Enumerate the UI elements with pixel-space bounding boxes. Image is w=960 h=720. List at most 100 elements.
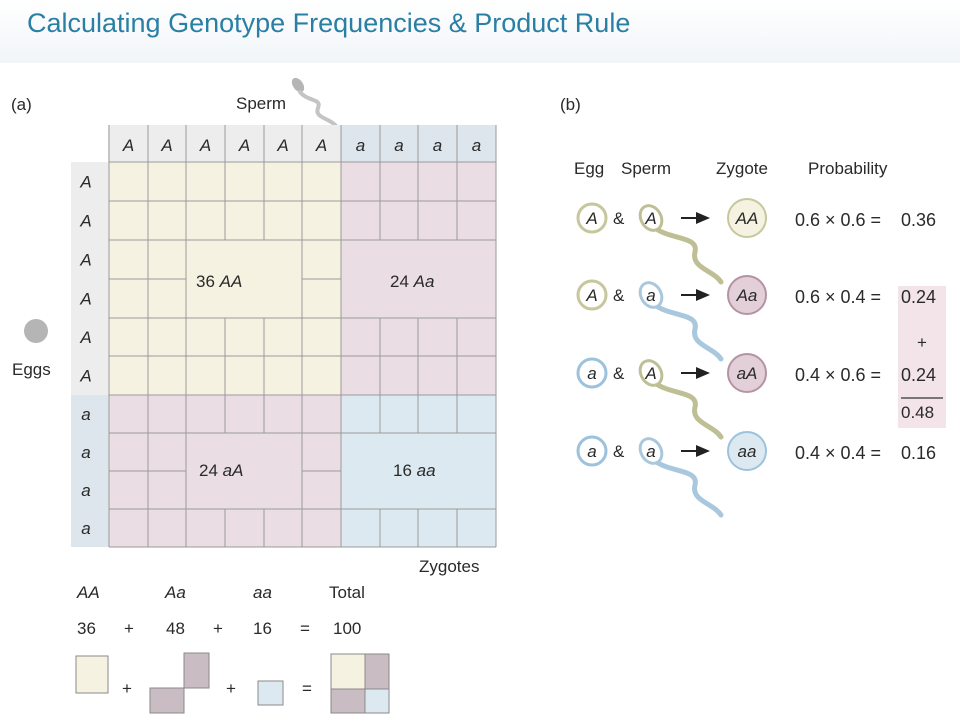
egg-allele: a (587, 442, 596, 461)
zygote-genotype: AA (735, 209, 759, 228)
eggs-label: Eggs (12, 360, 51, 379)
total-header-aa: aa (253, 583, 272, 602)
probability-calc: 0.6 × 0.4 = (795, 287, 881, 307)
sum-result: 0.48 (901, 403, 934, 422)
probability-calc: 0.4 × 0.6 = (795, 365, 881, 385)
egg-allele: A (79, 212, 91, 231)
egg-icon (576, 435, 608, 467)
egg-allele: A (585, 209, 597, 228)
egg-allele: A (79, 173, 91, 192)
sum-plus: + (917, 333, 927, 352)
square-plus-2: + (226, 679, 236, 698)
egg-allele: A (79, 290, 91, 309)
egg-header-a-bg (71, 395, 109, 547)
sperm-allele: a (394, 136, 403, 155)
zygote-icon (727, 198, 767, 238)
probability-result: 0.16 (901, 443, 936, 463)
sperm-icon (638, 359, 724, 440)
egg-header-A-bg (71, 162, 109, 395)
total-header-Aa: Aa (164, 583, 186, 602)
sperm-allele: A (644, 209, 656, 228)
probability-result: 0.36 (901, 210, 936, 230)
sperm-allele: A (199, 136, 211, 155)
arrow-icon (681, 212, 710, 224)
probability-calc: 0.4 × 0.4 = (795, 443, 881, 463)
punnett-grid (108, 161, 497, 548)
col-header-sperm: Sperm (621, 159, 671, 178)
and-symbol: & (613, 209, 625, 228)
sperm-allele: a (646, 442, 655, 461)
arrow-icon (681, 445, 710, 457)
panel-a-label: (a) (11, 95, 32, 114)
plus-1: + (124, 619, 134, 638)
square-plus-1: + (122, 679, 132, 698)
equals-1: = (300, 619, 310, 638)
sperm-icon (291, 77, 338, 128)
title-bar: Calculating Genotype Frequencies & Produ… (0, 0, 960, 63)
sperm-allele: A (315, 136, 327, 155)
zygote-genotype: aA (737, 364, 758, 383)
egg-allele: a (81, 519, 90, 538)
label-16-aa: 16 aa (393, 461, 436, 480)
egg-icon (24, 319, 48, 343)
probability-result: 0.24 (901, 365, 936, 385)
egg-allele: a (81, 443, 90, 462)
sperm-icon (638, 281, 724, 362)
zygote-genotype: Aa (736, 286, 758, 305)
plus-2: + (213, 619, 223, 638)
square-aa (257, 680, 284, 706)
col-header-probability: Probability (808, 159, 888, 178)
col-header-zygote: Zygote (716, 159, 768, 178)
sperm-label: Sperm (236, 94, 286, 113)
zygote-genotype: aa (738, 442, 757, 461)
total-header-total: Total (329, 583, 365, 602)
heterozygote-sum-highlight (898, 286, 946, 428)
arrow-icon (681, 367, 710, 379)
label-24-aA: 24 aA (199, 461, 243, 480)
egg-allele: A (79, 251, 91, 270)
page-title: Calculating Genotype Frequencies & Produ… (27, 8, 631, 38)
sperm-allele: A (276, 136, 288, 155)
sperm-allele: A (160, 136, 172, 155)
zygote-icon (727, 431, 767, 471)
square-equals: = (302, 679, 312, 698)
square-total (330, 653, 390, 714)
total-AA: 36 (77, 619, 96, 638)
sperm-allele: A (122, 136, 134, 155)
egg-allele: a (81, 405, 90, 424)
and-symbol: & (613, 364, 625, 383)
egg-allele: A (79, 367, 91, 386)
zygote-icon (727, 275, 767, 315)
sperm-icon (638, 437, 724, 518)
egg-allele: A (79, 328, 91, 347)
egg-icon (576, 202, 608, 234)
label-24-Aa: 24 Aa (390, 272, 434, 291)
zygote-icon (727, 353, 767, 393)
total-Aa: 48 (166, 619, 185, 638)
sperm-allele: a (433, 136, 442, 155)
zygotes-label: Zygotes (419, 557, 479, 576)
egg-allele: a (587, 364, 596, 383)
total-sum: 100 (333, 619, 361, 638)
probability-calc: 0.6 × 0.6 = (795, 210, 881, 230)
sperm-allele: a (356, 136, 365, 155)
panel-b-label: (b) (560, 95, 581, 114)
total-aa: 16 (253, 619, 272, 638)
col-header-egg: Egg (574, 159, 604, 178)
sperm-allele: a (472, 136, 481, 155)
total-header-AA: AA (76, 583, 100, 602)
egg-icon (576, 357, 608, 389)
arrow-icon (681, 289, 710, 301)
egg-icon (576, 279, 608, 311)
sperm-icon (638, 204, 724, 285)
sperm-allele: A (644, 364, 656, 383)
square-AA (75, 655, 109, 694)
